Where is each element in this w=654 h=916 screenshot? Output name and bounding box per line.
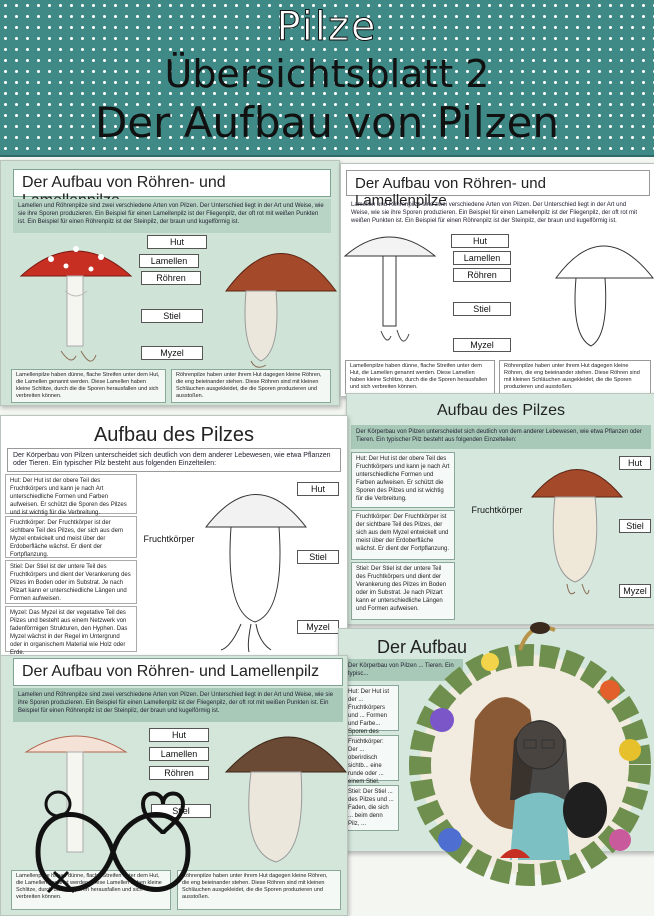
banner-line-1: Pilze bbox=[276, 4, 378, 51]
label-roehren: Röhren bbox=[453, 268, 511, 282]
sheet-title: Der Aufbau von Röhren- und Lamellenpilze bbox=[346, 170, 650, 209]
sheet-intro: Lamellen und Röhrenpilze sind zwei versc… bbox=[13, 688, 343, 722]
sheet-intro: Lamellen und Röhrenpilze sind zwei versc… bbox=[13, 199, 331, 233]
mushroom-outline bbox=[204, 494, 308, 652]
label-stiel: Stiel bbox=[297, 550, 339, 564]
text-hut: Hut: Der Hut ist der obere Teil des Fruc… bbox=[5, 474, 137, 516]
sheet-title: Der Aufbau bbox=[377, 637, 468, 657]
label-roehren: Röhren bbox=[149, 766, 209, 780]
label-hut: Hut bbox=[451, 234, 509, 248]
sheet-intro: Lamellen und Röhrenpilze sind zwei versc… bbox=[351, 202, 638, 224]
sheet-intro: Der Körperbau von Pilzen unterscheidet s… bbox=[351, 425, 651, 449]
label-hut: Hut bbox=[147, 235, 207, 249]
mushroom-illustrations bbox=[24, 735, 347, 863]
label-lamellen: Lamellen bbox=[149, 747, 209, 761]
worksheet-color-roehren-lamellen: Der Aufbau von Röhren- und Lamellenpilze… bbox=[0, 160, 340, 406]
banner-line-2: Übersichtsblatt 2 bbox=[164, 52, 490, 96]
mushroom-outlines bbox=[343, 236, 654, 347]
box-lamellenpilze: Lamellenpilze haben dünne, flache Streif… bbox=[11, 369, 166, 403]
sheet-intro: Der Körperbau von Pilzen ... Tieren. Ein… bbox=[343, 659, 463, 681]
box-roehrenpilze: Röhrenpilze haben unter ihrem Hut dagege… bbox=[499, 360, 651, 394]
label-stiel: Stiel bbox=[453, 302, 511, 316]
label-fruchtkoerper: Fruchtkörper bbox=[471, 505, 523, 515]
snippet-fruchtkoerper: Fruchtkörper: Der ... oberirdisch sichtb… bbox=[343, 735, 399, 785]
sheet-title: Der Aufbau von Röhren- und Lamellenpilz bbox=[13, 658, 343, 686]
label-myzel: Myzel bbox=[453, 338, 511, 352]
text-myzel: Myzel: Das Myzel ist der vegetative Teil… bbox=[5, 606, 137, 656]
label-roehren: Röhren bbox=[141, 271, 201, 285]
label-hut: Hut bbox=[619, 456, 651, 470]
sheet-title: Der Aufbau von Röhren- und Lamellenpilze bbox=[13, 169, 331, 209]
text-stiel: Stiel: Der Stiel ist der untere Teil des… bbox=[5, 560, 137, 604]
text-fruchtkoerper: Fruchtkörper: Der Fruchtkörper ist der s… bbox=[351, 510, 455, 560]
box-lamellenpilze: Lamellenpilze haben dünne, flache Streif… bbox=[345, 360, 495, 394]
label-hut: Hut bbox=[297, 482, 339, 496]
label-myzel: Myzel bbox=[141, 346, 203, 360]
boletus-illustration bbox=[530, 469, 624, 595]
worksheet-bw-aufbau: Aufbau des Pilzes Der Körperbau von Pilz… bbox=[0, 415, 348, 657]
label-lamellen: Lamellen bbox=[139, 254, 199, 268]
mushroom-illustrations bbox=[19, 246, 337, 368]
box-roehrenpilze: Röhrenpilze haben unter ihrem Hut dagege… bbox=[177, 870, 341, 910]
author-wreath-illustration bbox=[409, 622, 651, 886]
label-stiel: Stiel bbox=[619, 519, 651, 533]
worksheet-bw-roehren-lamellen: Der Aufbau von Röhren- und Lamellenpilze… bbox=[340, 163, 654, 397]
infinity-heart-logo bbox=[35, 790, 191, 894]
box-roehrenpilze: Röhrenpilze haben unter ihrem Hut dagege… bbox=[171, 369, 331, 403]
text-fruchtkoerper: Fruchtkörper: Der Fruchtkörper ist der s… bbox=[5, 516, 137, 558]
sheet-title: Aufbau des Pilzes bbox=[7, 420, 341, 448]
title-banner: Pilze Übersichtsblatt 2 Der Aufbau von P… bbox=[0, 0, 654, 157]
label-myzel: Myzel bbox=[619, 584, 651, 598]
sheet-intro: Der Körperbau von Pilzen unterscheidet s… bbox=[7, 448, 341, 472]
banner-line-3: Der Aufbau von Pilzen bbox=[94, 98, 560, 147]
text-hut: Hut: Der Hut ist der obere Teil des Fruc… bbox=[351, 452, 455, 508]
sheet-title: Aufbau des Pilzes bbox=[436, 402, 566, 419]
worksheet-color-roehren-lamellen-2: Der Aufbau von Röhren- und Lamellenpilz … bbox=[0, 655, 348, 916]
label-myzel: Myzel bbox=[297, 620, 339, 634]
worksheet-color-aufbau: Aufbau des Pilzes Der Körperbau von Pilz… bbox=[346, 393, 654, 625]
label-lamellen: Lamellen bbox=[453, 251, 511, 265]
text-stiel: Stiel: Der Stiel ist der untere Teil des… bbox=[351, 562, 455, 620]
label-hut: Hut bbox=[149, 728, 209, 742]
label-fruchtkoerper: Fruchtkörper bbox=[141, 533, 197, 545]
label-stiel: Stiel bbox=[141, 309, 203, 323]
